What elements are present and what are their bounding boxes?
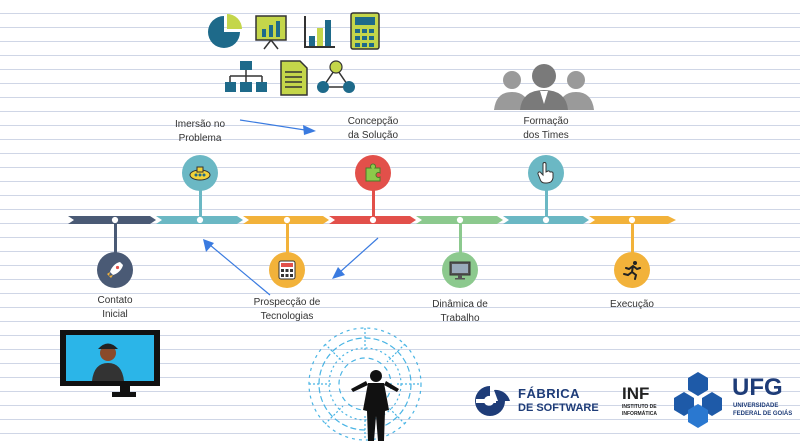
- network-icon: [316, 60, 356, 99]
- hand-pointer-icon: [537, 162, 554, 184]
- monitor-icon: [449, 261, 471, 280]
- node-dinamica: [442, 252, 478, 288]
- node-concepcao: [355, 155, 391, 191]
- fabrica-software-logo-icon: [468, 384, 512, 423]
- node-prospeccao: [269, 252, 305, 288]
- calculator-top-icon: [350, 12, 380, 55]
- team-people-icon: [492, 64, 596, 115]
- fabrica-line2: DE SOFTWARE: [518, 402, 599, 414]
- inf-subtitle-2: INFORMÁTICA: [622, 411, 657, 417]
- label-execucao: Execução: [610, 299, 654, 310]
- calculator-icon: [278, 260, 296, 280]
- rocket-icon: [107, 262, 123, 278]
- label-concepcao: Concepção da Solução: [347, 116, 399, 141]
- label-dinamica: Dinâmica de Trabalho: [432, 299, 488, 324]
- video-monitor-illustration: [58, 328, 162, 405]
- inf-logo: INF: [622, 384, 650, 403]
- stem-1: [114, 224, 117, 254]
- document-icon: [280, 60, 308, 101]
- stem-2: [199, 190, 202, 216]
- runner-icon: [623, 261, 641, 280]
- ufg-hexagons-icon: [668, 370, 728, 433]
- stem-4: [372, 190, 375, 216]
- stem-5: [459, 224, 462, 254]
- puzzle-icon: [365, 163, 381, 182]
- node-formacao: [528, 155, 564, 191]
- label-imersao: Imersão no Problema: [174, 119, 226, 144]
- org-chart-icon: [224, 60, 268, 99]
- ufg-logo: UFG: [732, 374, 783, 401]
- digital-human-illustration: [305, 312, 425, 446]
- stem-6: [545, 190, 548, 216]
- ufg-subtitle-2: FEDERAL DE GOIÁS: [733, 411, 793, 417]
- stem-7: [631, 224, 634, 254]
- ufg-subtitle-1: UNIVERSIDADE: [733, 403, 779, 409]
- submarine-icon: [189, 166, 211, 181]
- label-prospeccao: Prospecção de Tecnologias: [253, 297, 321, 322]
- node-imersao: [182, 155, 218, 191]
- stem-3: [286, 224, 289, 254]
- timeline-arrow-segments: [68, 216, 676, 224]
- node-contato-inicial: [97, 252, 133, 288]
- flow-arrows: [203, 119, 379, 296]
- bar-chart-icon: [302, 14, 336, 55]
- label-contato-inicial: Contato Inicial: [97, 295, 133, 320]
- pie-chart-icon: [206, 14, 242, 55]
- node-execucao: [614, 252, 650, 288]
- fabrica-line1: FÁBRICA: [518, 386, 580, 401]
- inf-subtitle-1: INSTITUTO DE: [622, 404, 657, 410]
- label-formacao: Formação dos Times: [523, 116, 569, 141]
- presentation-board-icon: [254, 14, 288, 55]
